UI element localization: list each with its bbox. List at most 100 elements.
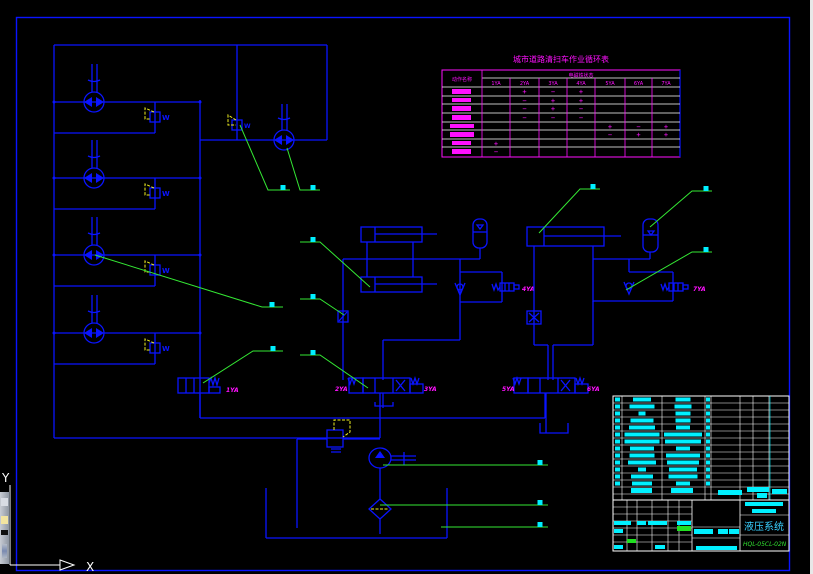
title-block-highlight xyxy=(677,526,691,531)
parts-list-cell xyxy=(638,411,646,416)
parts-list-cell xyxy=(706,474,710,479)
column-header: 3YA xyxy=(548,81,558,87)
parts-list-cell xyxy=(706,404,710,409)
floating-toolbar[interactable] xyxy=(0,492,10,564)
parts-list-cell xyxy=(629,453,655,458)
state-cell: + xyxy=(579,97,583,105)
parts-list-cell xyxy=(615,404,620,409)
column-header: 4YA xyxy=(576,81,586,87)
cycle-table-title: 城市道路清扫车作业循环表 xyxy=(513,54,609,64)
state-cell: + xyxy=(551,97,555,105)
parts-list-cell xyxy=(615,432,620,437)
motor-top-right xyxy=(273,104,295,151)
state-cell: − xyxy=(608,131,612,139)
check-valve-left xyxy=(454,282,466,297)
parts-list-cell xyxy=(675,418,691,423)
parts-list-cell xyxy=(632,481,652,486)
parts-list-cell xyxy=(676,481,690,486)
parts-list-cell xyxy=(628,460,656,465)
state-cell: − xyxy=(636,123,640,131)
state-cell: + xyxy=(664,123,668,131)
parts-list-cell xyxy=(624,439,660,444)
parts-list-cell xyxy=(706,418,710,423)
parts-list-cell xyxy=(706,460,710,465)
title-block-highlight xyxy=(627,539,636,543)
parts-list-cell xyxy=(615,418,620,423)
column-header: 7YA xyxy=(661,81,671,87)
state-cell: + xyxy=(522,88,526,96)
label-5ya: 5YA xyxy=(502,386,515,393)
label-3ya: 3YA xyxy=(424,386,437,393)
solenoid-valve-7ya xyxy=(660,281,689,293)
parts-list-cell xyxy=(706,439,710,444)
leader-line xyxy=(94,254,283,308)
parts-list-cell xyxy=(630,446,654,451)
vertical-scrollbar[interactable] xyxy=(810,0,813,574)
svg-text:W: W xyxy=(244,123,251,130)
callout-balloon xyxy=(310,185,316,190)
callout-balloon xyxy=(310,237,316,242)
parts-list-cell xyxy=(664,432,702,437)
column-header: 2YA xyxy=(520,81,530,87)
parts-list-cell xyxy=(706,453,710,458)
callout-balloon xyxy=(537,500,543,505)
state-cell: − xyxy=(579,114,583,122)
parts-list-cell xyxy=(706,481,710,486)
parts-list-cell xyxy=(676,446,690,451)
parts-list-cell xyxy=(706,467,710,472)
state-cell: − xyxy=(522,114,526,122)
spring-mark: W xyxy=(162,114,170,122)
spring-mark: W xyxy=(162,345,170,353)
parts-list-cell xyxy=(615,453,620,458)
action-name-cell xyxy=(452,115,471,120)
leader-line xyxy=(649,190,712,228)
leader-callout xyxy=(649,186,712,228)
parts-list-cell xyxy=(624,432,660,437)
parts-list-cell xyxy=(669,467,697,472)
label-6ya: 6YA xyxy=(587,386,600,393)
hydraulic-motor: W xyxy=(52,217,202,287)
parts-list-cell xyxy=(638,467,646,472)
label-1ya: 1YA xyxy=(226,387,239,394)
parts-list-cell xyxy=(706,425,710,430)
parts-list-cell xyxy=(674,404,692,409)
title-block: 液压系统 HQL-05CL-02N xyxy=(612,395,790,552)
state-cell: − xyxy=(522,105,526,113)
state-cell: − xyxy=(494,148,498,156)
callout-balloon xyxy=(590,184,596,189)
relief-valve: W xyxy=(144,260,170,276)
state-cell: + xyxy=(664,131,668,139)
valve-1ya xyxy=(177,375,221,394)
label-4ya: 4YA xyxy=(522,286,535,293)
state-cell: − xyxy=(579,105,583,113)
parts-list-cell xyxy=(665,439,701,444)
drawing-code: HQL-05CL-02N xyxy=(743,541,787,548)
parts-list-cell xyxy=(615,460,620,465)
column-header: 5YA xyxy=(605,81,615,87)
drawing-name: 液压系统 xyxy=(744,520,784,533)
toolbar-button[interactable] xyxy=(1,498,8,506)
leader-callout xyxy=(625,247,712,291)
parts-list-cell xyxy=(615,474,620,479)
callout-balloon xyxy=(310,350,316,355)
cylinder-upper xyxy=(360,226,437,243)
column-header: 6YA xyxy=(634,81,644,87)
state-cell: + xyxy=(579,88,583,96)
parts-list-cell xyxy=(675,397,691,402)
action-name-cell xyxy=(452,141,471,145)
valve-2ya-3ya xyxy=(347,375,424,408)
ucs-y-label: Y xyxy=(1,471,10,485)
cylinder-lower xyxy=(360,276,437,293)
leader-line xyxy=(239,124,290,191)
toolbar-button[interactable] xyxy=(1,516,8,524)
leader-callout xyxy=(300,237,371,288)
toolbar-button[interactable] xyxy=(1,530,8,535)
callout-balloon xyxy=(537,522,543,527)
throttle-valve-left xyxy=(337,310,349,323)
toolbar-button[interactable] xyxy=(2,544,7,558)
relief-valve-top: W xyxy=(227,114,251,131)
group-header: 电磁铁状态 xyxy=(568,72,593,79)
leader-callout xyxy=(441,522,548,528)
parts-list-cell xyxy=(668,474,698,479)
